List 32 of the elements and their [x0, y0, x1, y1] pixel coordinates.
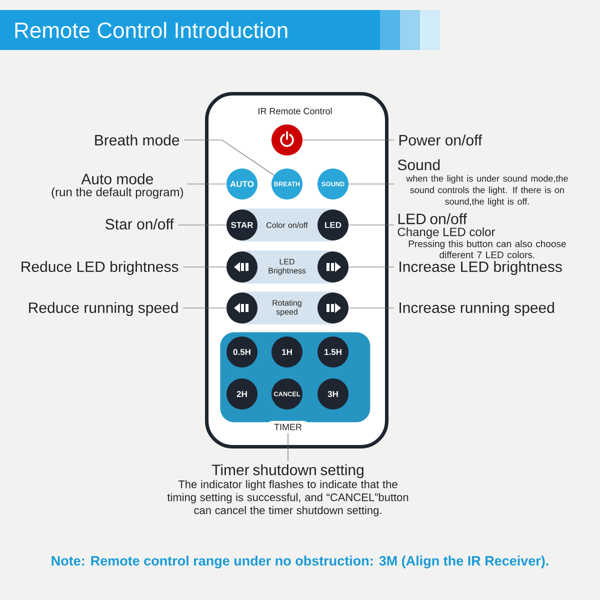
round-button: 1H	[272, 336, 302, 368]
callout-text: Increase running speed	[400, 302, 554, 316]
title-banner: Remote Control Introduction	[0, 10, 440, 50]
callout-text: Sound when the light is under sound mode,the sound controls the light. If there is on sound,the light is off.	[398, 159, 568, 206]
callout-text: Breath mode	[95, 134, 180, 146]
callout-text: Auto mode (run the default program)	[52, 173, 184, 199]
leader-line	[182, 266, 227, 268]
round-button: 0.5H	[226, 336, 258, 368]
power-button	[272, 124, 302, 156]
leader-line	[178, 224, 227, 226]
callout-text: Power on/off	[399, 134, 482, 146]
round-button: LED	[318, 210, 348, 240]
left-arrow-button	[226, 292, 258, 324]
callout-text: Reduce running speed	[29, 302, 178, 316]
round-button: AUTO	[226, 168, 258, 200]
callout-text: Reduce LED brightness	[22, 261, 178, 275]
round-button: 1.5H	[318, 336, 348, 368]
round-button: STAR	[226, 210, 258, 240]
note-text: Note: Remote control range under no obstruction: 3M (Align the IR Receiver).	[52, 556, 548, 568]
leader-line	[348, 266, 394, 268]
round-button: 3H	[318, 378, 348, 410]
node-label: TIMER	[274, 424, 302, 430]
callout-text: LED on/off Change LED color Pressing this button can also choose different 7 LED colors.	[398, 213, 566, 258]
callout-text: Timer shutdown setting The indicator light flashes to indicate that the timing setting is successful, and “CANCEL”button can cancel the timer shutdown setting.	[167, 464, 408, 516]
left-arrow-button	[226, 252, 258, 282]
round-button: 2H	[226, 378, 258, 410]
callout-text: Increase LED brightness	[400, 261, 562, 275]
leader-line	[184, 140, 274, 176]
leader-line	[348, 224, 394, 226]
right-arrow-button	[318, 292, 348, 324]
right-arrow-button	[318, 252, 348, 282]
callout-text: Star on/off	[106, 218, 174, 230]
